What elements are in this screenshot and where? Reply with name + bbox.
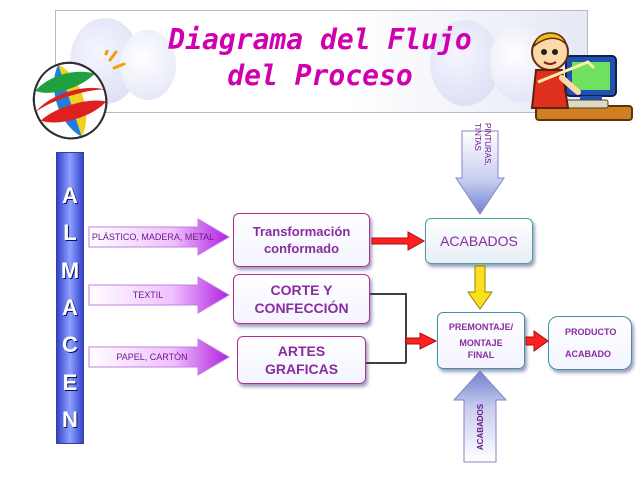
connector-line [366,362,406,364]
producto-box: PRODUCTO ACABADO [548,316,632,370]
acabados-vertical-text: ACABADOS [476,403,485,451]
input-arrow-papel: PAPEL, CARTÓN [88,338,230,376]
artes-box: ARTES GRAFICAS [237,336,366,384]
box-line: CORTE Y [270,282,333,298]
almacen-column: A L M A C E N [56,152,84,444]
box-line: FINAL [467,349,495,360]
box-line: PRODUCTO [565,327,617,337]
connector-line [370,293,406,295]
box-line: Transformación [252,224,351,239]
page-title: Diagrama del Flujo del Proceso [130,22,510,94]
almacen-letter: M [60,257,80,283]
red-arrow [405,332,438,350]
almacen-letter: E [62,369,78,395]
input-arrow-plastico: PLÁSTICO, MADERA, METAL [88,218,230,256]
premontaje-box: PREMONTAJE/ MONTAJE FINAL [437,312,525,369]
input-label: PLÁSTICO, MADERA, METAL [91,232,215,242]
almacen-letter: C [62,332,78,358]
box-line: GRAFICAS [264,361,339,377]
box-line: PREMONTAJE/ [448,321,514,332]
box-label: ACABADOS [440,233,518,249]
box-line: conformado [263,241,340,256]
pinturas-label: PINTURAS, TINTAS [468,123,492,179]
acabados-up-arrow [452,370,508,463]
box-line: ACABADO [565,349,611,359]
beach-ball-icon [32,50,126,140]
pinturas-arrow [455,130,505,215]
transformacion-box: Transformación conformado [233,213,370,267]
decorative-circle [120,30,176,100]
box-line: MONTAJE [459,337,503,348]
almacen-letter: A [62,182,78,208]
pinturas-line: PINTURAS, [483,123,492,166]
decorative-circle [430,20,500,106]
child-at-computer-icon [530,32,633,121]
acabados-box: ACABADOS [425,218,533,264]
corte-box: CORTE Y CONFECCIÓN [233,274,370,324]
red-arrow [371,231,426,251]
input-label: PAPEL, CARTÓN [116,352,188,362]
title-line-1: Diagrama del Flujo [168,23,472,56]
yellow-arrow [467,265,493,310]
pinturas-line: TINTAS [473,123,482,151]
acabados-vertical-label: ACABADOS [475,392,487,462]
title-line-2: del Proceso [227,59,413,92]
red-arrow [525,330,549,352]
almacen-letter: L [63,220,77,246]
almacen-letter: A [62,294,78,320]
connector-line [405,293,407,363]
almacen-letter: N [62,407,78,433]
input-arrow-textil: TEXTIL [88,276,230,314]
box-line: ARTES [277,343,326,359]
input-label: TEXTIL [132,290,164,300]
box-line: CONFECCIÓN [254,300,349,316]
